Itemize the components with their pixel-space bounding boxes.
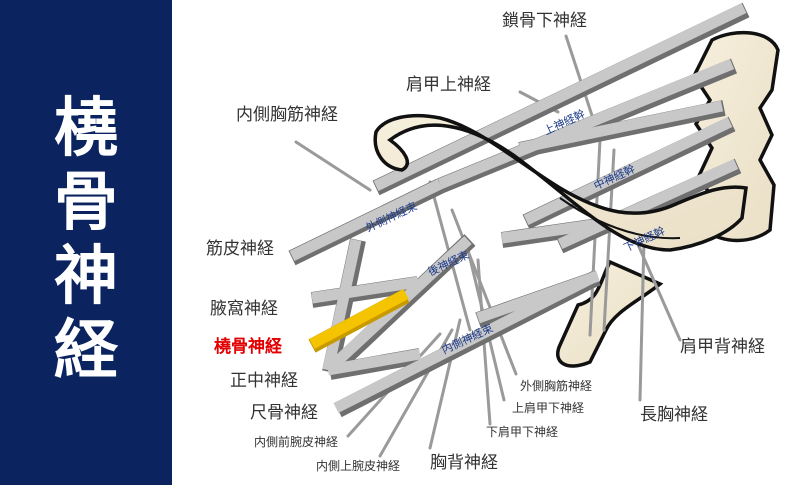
title-char: 神 [54, 240, 118, 314]
label-median: 正中神経 [230, 371, 298, 391]
title-char: 骨 [54, 166, 118, 240]
label-medial-pectoral: 内側胸筋神経 [236, 105, 338, 125]
vertical-title: 橈 骨 神 経 [0, 92, 172, 388]
label-dorsal-scapular: 肩甲背神経 [680, 337, 765, 357]
title-panel: 橈 骨 神 経 [0, 0, 172, 485]
title-char: 経 [54, 314, 118, 388]
label-medial-brachial: 内側上腕皮神経 [316, 458, 400, 473]
clavicle-shape [373, 113, 748, 252]
label-musculocutaneous: 筋皮神経 [206, 239, 274, 259]
title-char: 橈 [54, 92, 118, 166]
label-ulnar: 尺骨神経 [250, 403, 318, 423]
label-long-thoracic: 長胸神経 [640, 405, 708, 425]
coracoid-shape [556, 259, 664, 368]
radial-nerve-bar [309, 289, 409, 349]
label-subclavian: 鎖骨下神経 [502, 11, 587, 31]
clavicle-edge [559, 197, 681, 240]
label-lateral-pectoral: 外側胸筋神経 [520, 378, 592, 393]
label-radial: 橈骨神経 [214, 336, 283, 357]
label-suprascapular: 肩甲上神経 [406, 75, 491, 95]
label-upper-subscapular: 上肩甲下神経 [512, 400, 584, 415]
label-lower-subscapular: 下肩甲下神経 [486, 424, 558, 439]
label-thoracodorsal: 胸背神経 [430, 453, 498, 473]
label-medial-antebrachial: 内側前腕皮神経 [254, 434, 338, 449]
label-axillary: 腋窩神経 [210, 299, 278, 319]
radial-nerve-highlight [308, 289, 410, 353]
nerve-bundles [288, 2, 750, 418]
